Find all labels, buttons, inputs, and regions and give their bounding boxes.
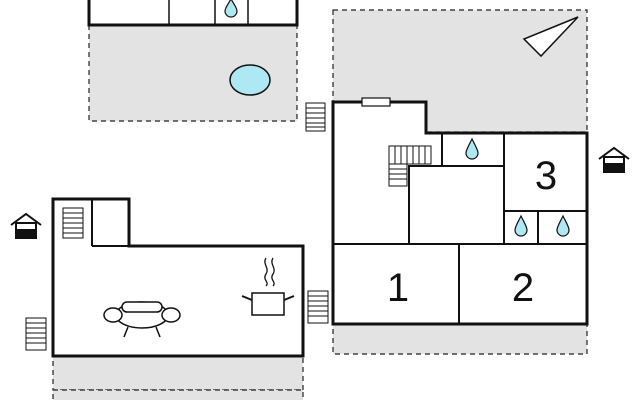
stairs-icon	[388, 145, 432, 187]
steps-icon	[307, 290, 329, 324]
window	[361, 97, 391, 107]
room-number-2: 2	[512, 266, 534, 310]
bathroom-drop-icon	[514, 214, 528, 237]
upper-left-building	[87, 0, 299, 122]
kitchen-pot-icon	[241, 257, 295, 316]
steps-icon	[25, 317, 47, 351]
lower-left-terrace-2	[52, 389, 304, 400]
right-building: 3 1 2	[331, 97, 589, 326]
entrance-house-icon	[10, 212, 42, 239]
bathroom-drop-icon	[556, 214, 570, 237]
pool-icon	[229, 64, 271, 96]
entrance-house-icon	[598, 146, 630, 173]
lower-left-terrace	[52, 355, 304, 391]
room-number-3: 3	[535, 154, 557, 198]
room-number-1: 1	[387, 266, 409, 310]
upper-right-terrace	[332, 9, 588, 133]
bathroom-drop-icon	[465, 137, 479, 160]
sofa-icon	[103, 301, 181, 338]
bathroom-drop-icon	[224, 0, 238, 18]
upper-left-wall	[87, 0, 299, 27]
steps-icon	[305, 102, 326, 132]
stairs-icon	[62, 207, 84, 239]
north-arrow-icon	[522, 16, 579, 58]
left-building	[51, 197, 305, 400]
lower-right-terrace	[332, 323, 588, 355]
